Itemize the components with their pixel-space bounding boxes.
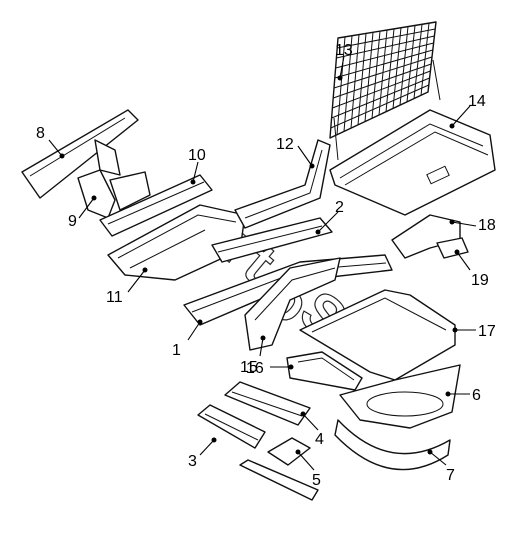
part-16-bracket	[286, 351, 363, 391]
part-19-block	[436, 237, 469, 259]
net-line	[332, 70, 431, 109]
callout-13: 13	[335, 42, 353, 59]
callout-2: 2	[335, 199, 344, 216]
callout-5: 5	[312, 472, 321, 489]
part-12-side-rail	[234, 139, 331, 229]
callout-17: 17	[478, 323, 496, 340]
net-line	[333, 63, 432, 99]
callout-3: 3	[188, 453, 197, 470]
callouts: 8 9 10 11 12 13 14 2 18 19 1 15 17 16 6 …	[36, 42, 496, 489]
callout-19: 19	[471, 272, 489, 289]
part-4-reinforcement	[224, 381, 311, 426]
net-line	[335, 42, 434, 69]
part-6-spare-wheel-well	[339, 364, 461, 429]
callout-15: 15	[240, 359, 258, 376]
callout-14: 14	[468, 93, 486, 110]
callout-1: 1	[172, 342, 181, 359]
net-line	[336, 35, 435, 59]
part-8-front-crossmember	[21, 109, 139, 199]
net-line	[334, 49, 433, 79]
callout-12: 12	[276, 136, 294, 153]
callout-4: 4	[315, 431, 324, 448]
part-14-luggage-cover	[329, 109, 496, 216]
part-13-cargo-net	[329, 21, 441, 161]
net-line	[331, 77, 430, 119]
part-5-bracket	[267, 437, 311, 466]
net-line	[337, 28, 436, 49]
part-17-rear-floor	[299, 289, 456, 381]
callout-9: 9	[68, 213, 77, 230]
net-line	[330, 84, 430, 129]
part-9-bracket	[77, 169, 151, 219]
callout-11: 11	[106, 289, 123, 306]
part-10-tunnel-panel	[99, 174, 213, 237]
net-line	[333, 56, 433, 89]
callout-10: 10	[188, 147, 206, 164]
part-7-rear-panel	[334, 419, 451, 471]
part-2-crossmember	[211, 217, 333, 263]
callout-16: 16	[246, 360, 264, 377]
callout-8: 8	[36, 125, 45, 142]
callout-6: 6	[472, 387, 481, 404]
part-bottom-bar	[239, 459, 319, 501]
part-15-wheelhouse	[244, 257, 341, 351]
callout-18: 18	[478, 217, 496, 234]
callout-7: 7	[446, 467, 455, 484]
part-3-reinforcement	[197, 404, 266, 449]
